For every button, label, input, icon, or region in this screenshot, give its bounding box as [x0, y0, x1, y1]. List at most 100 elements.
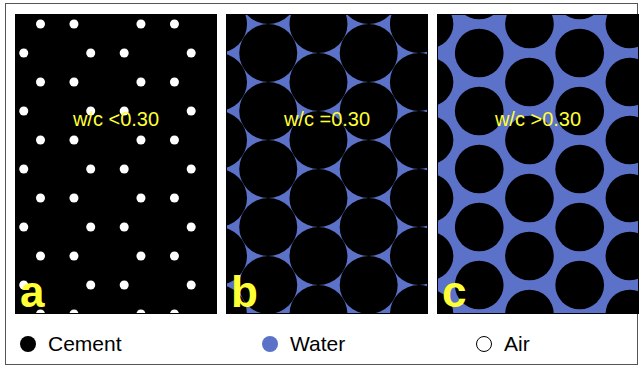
ratio-label: w/c >0.30 [437, 108, 639, 131]
legend-item: Air [476, 331, 530, 357]
air-void [69, 252, 78, 261]
cement-grain [340, 14, 398, 24]
air-void [69, 136, 78, 145]
cement-grain [239, 24, 297, 82]
air-void [187, 165, 196, 174]
air-void [36, 20, 45, 29]
panel-border [16, 15, 217, 314]
panel-letter: b [231, 270, 258, 314]
panel-border [438, 15, 639, 314]
air-void [69, 194, 78, 203]
air-void [86, 281, 95, 290]
cement-grain [505, 290, 554, 314]
cement-grain [390, 14, 428, 53]
air-void [69, 78, 78, 87]
air-void [170, 136, 179, 145]
cement-grain [606, 290, 639, 314]
cement-grain [555, 29, 604, 78]
legend-swatch [20, 336, 36, 352]
cement-grain [177, 225, 217, 288]
cement-grain [606, 58, 639, 107]
cement-grain [289, 53, 347, 111]
cement-grain [437, 174, 453, 223]
air-void [136, 252, 145, 261]
legend-text: Cement [48, 332, 122, 356]
cement-grain [177, 283, 217, 314]
cement-grain [606, 232, 639, 281]
air-void [86, 165, 95, 174]
cement-grain [390, 285, 428, 314]
air-void [19, 107, 28, 116]
air-void [187, 49, 196, 58]
air-void [187, 281, 196, 290]
air-void [86, 223, 95, 232]
cement-grain [289, 169, 347, 227]
air-void [136, 78, 145, 87]
air-void [36, 136, 45, 145]
legend-swatch [476, 336, 492, 352]
air-void [136, 136, 145, 145]
cement-grain [289, 285, 347, 314]
air-void [19, 49, 28, 58]
water-ground [437, 14, 639, 314]
cement-grain [390, 53, 428, 111]
legend-swatch [262, 336, 278, 352]
cement-grain [177, 14, 217, 55]
cement-grain [390, 111, 428, 169]
ratio-label: w/c =0.30 [226, 108, 428, 131]
ratio-label: w/c <0.30 [15, 108, 217, 131]
mix-panel: w/c =0.30 b [226, 14, 428, 314]
cement-grain [177, 167, 217, 230]
cement-grain [505, 58, 554, 107]
cement-grain [239, 140, 297, 198]
cement-grain [390, 169, 428, 227]
air-void [36, 78, 45, 87]
air-void [19, 165, 28, 174]
air-void [120, 165, 129, 174]
cement-grain [340, 24, 398, 82]
cement-grain [606, 174, 639, 223]
air-void [170, 20, 179, 29]
cement-grain [390, 227, 428, 285]
legend-text: Air [504, 332, 530, 356]
cement-grain [606, 116, 639, 165]
cement-grain [505, 174, 554, 223]
cement-grain [239, 198, 297, 256]
air-void [36, 194, 45, 203]
cement-grain [239, 14, 297, 24]
air-void [19, 223, 28, 232]
mix-panel: w/c <0.30 a [15, 14, 217, 314]
cement-grain [455, 29, 504, 78]
air-void [36, 252, 45, 261]
cement-grain [505, 14, 554, 48]
cement-grain [437, 116, 453, 165]
legend-text: Water [290, 332, 345, 356]
air-void [69, 20, 78, 29]
air-void [187, 223, 196, 232]
cement-grain [289, 14, 347, 53]
air-void [187, 107, 196, 116]
cement-grain [555, 145, 604, 194]
cement-grain [340, 256, 398, 314]
air-void [86, 49, 95, 58]
air-void [170, 252, 179, 261]
air-void [120, 223, 129, 232]
panel-border [227, 15, 428, 314]
cement-grain [555, 203, 604, 252]
cement-grain [455, 203, 504, 252]
air-void [120, 49, 129, 58]
cement-grain [289, 227, 347, 285]
cement-grain [340, 198, 398, 256]
air-void [136, 20, 145, 29]
cement-grain [437, 14, 453, 48]
legend-item: Water [262, 331, 345, 357]
cement-grain [177, 51, 217, 114]
cement-grain [505, 232, 554, 281]
panel-letter: a [20, 270, 44, 314]
cement-grain [455, 145, 504, 194]
mix-panel: w/c >0.30c [437, 14, 639, 314]
cement-grain [340, 140, 398, 198]
air-void [170, 194, 179, 203]
air-void [170, 78, 179, 87]
